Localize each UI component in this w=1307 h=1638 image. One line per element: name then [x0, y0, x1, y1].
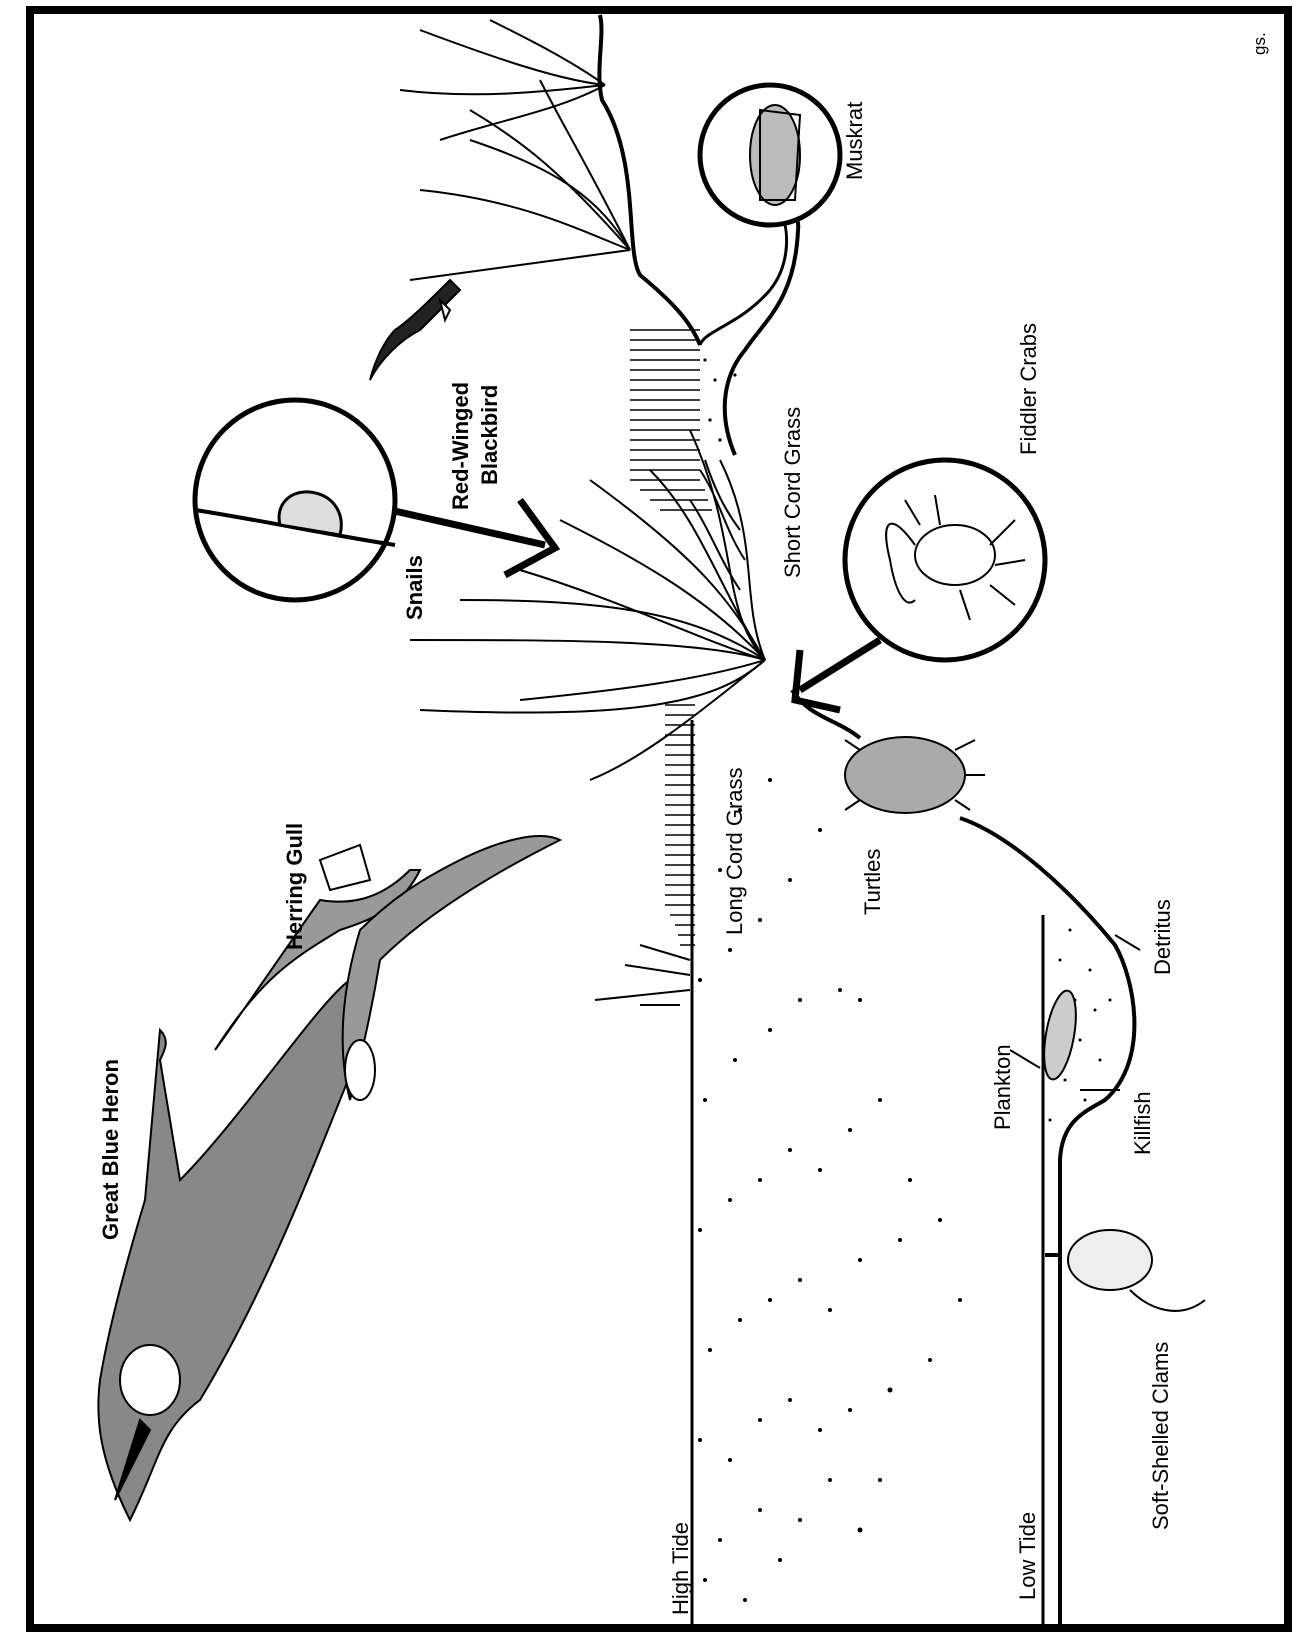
muskrat-icon — [750, 105, 800, 205]
label-soft-shelled-clams: Soft-Shelled Clams — [1148, 1342, 1173, 1530]
killfish-icon — [1038, 988, 1081, 1081]
turtle-icon — [845, 737, 985, 813]
snails-arrow — [390, 510, 545, 545]
crabs-arrow — [800, 640, 880, 690]
label-red-winged-1: Red-Winged — [448, 382, 473, 510]
label-herring-gull: Herring Gull — [282, 823, 307, 950]
label-turtles: Turtles — [860, 849, 885, 915]
great-blue-heron-icon — [98, 980, 365, 1520]
label-long-cord-grass: Long Cord Grass — [722, 767, 747, 935]
insets — [195, 85, 1045, 660]
herring-gull-icon — [215, 836, 560, 1100]
label-detritus: Detritus — [1150, 899, 1175, 975]
marsh-cross-section — [599, 15, 1134, 1628]
diagram-frame — [30, 10, 1288, 1628]
red-winged-blackbird-icon — [370, 280, 460, 380]
label-short-cord-grass: Short Cord Grass — [780, 407, 805, 578]
label-great-blue-heron: Great Blue Heron — [98, 1059, 123, 1240]
corner-mark: gs. — [1250, 32, 1269, 55]
soft-shelled-clam-icon — [1045, 1230, 1205, 1311]
short-cord-mud-hatch — [630, 330, 712, 510]
channel-bank — [599, 15, 700, 345]
label-red-winged-2: Blackbird — [477, 385, 502, 485]
label-muskrat: Muskrat — [842, 102, 867, 180]
label-fiddler-crabs: Fiddler Crabs — [1016, 323, 1041, 455]
ground-profile-upper — [792, 690, 860, 738]
fiddler-crabs-inset — [845, 460, 1045, 660]
label-high-tide: High Tide — [668, 1522, 693, 1615]
labels: gs. Great Blue Heron Herring Gull Snails… — [98, 32, 1269, 1615]
ground-profile — [960, 818, 1134, 1628]
label-snails: Snails — [402, 555, 427, 620]
label-low-tide: Low Tide — [1015, 1512, 1040, 1600]
label-killfish: Killfish — [1130, 1091, 1155, 1155]
label-plankton: Plankton — [990, 1044, 1015, 1130]
channel-bank-inner — [700, 210, 787, 345]
